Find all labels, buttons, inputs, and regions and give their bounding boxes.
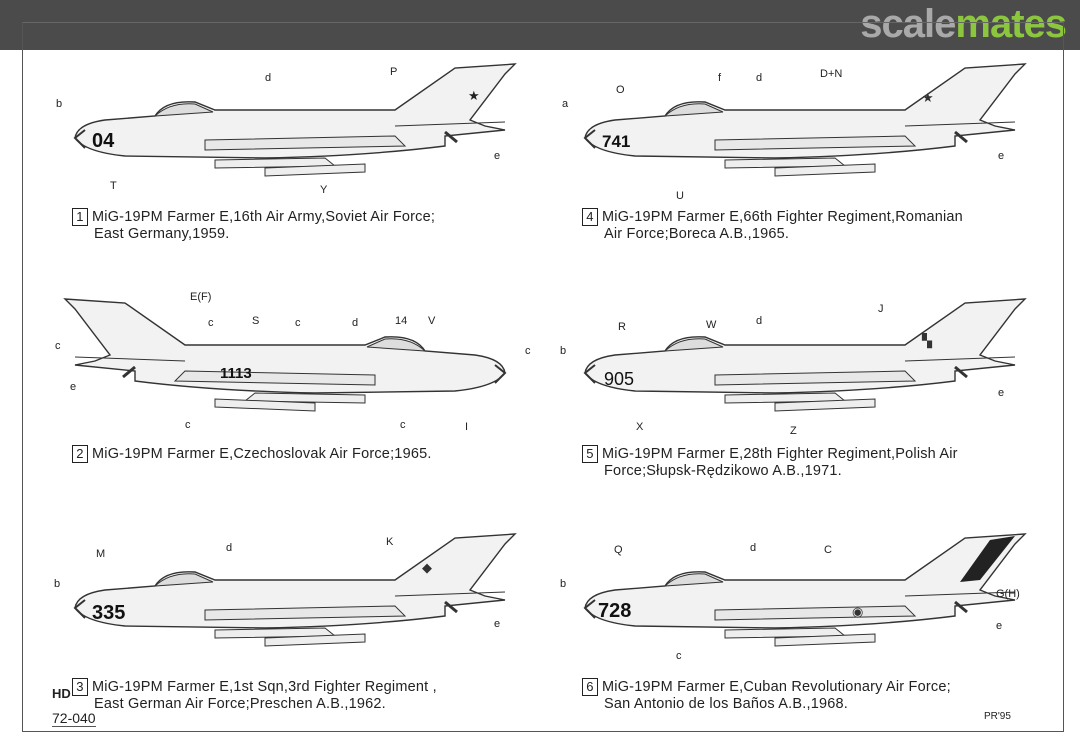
aircraft-profile-5 (583, 297, 1027, 413)
instruction-sheet (22, 22, 1064, 732)
callout: c (400, 419, 406, 431)
callout: c (676, 650, 682, 662)
callout: Q (614, 544, 623, 556)
aircraft-profile-4 (583, 62, 1027, 178)
callout: c (185, 419, 191, 431)
callout: e (998, 387, 1005, 399)
serial-number: 741 (602, 132, 631, 151)
callout: d (265, 72, 272, 84)
roundel-insignia-icon: ◉ (852, 604, 864, 619)
callout: X (636, 421, 644, 433)
callout: a (562, 98, 569, 110)
callout: R (618, 321, 626, 333)
callout: Z (790, 425, 797, 437)
aircraft-profile-1 (73, 62, 517, 178)
serial-number: 728 (598, 600, 632, 622)
callout: W (706, 319, 717, 331)
checkerboard-insignia-icon: ▚ (922, 333, 932, 348)
callout: b (560, 578, 567, 590)
callout: O (616, 84, 625, 96)
callout: c (55, 340, 61, 352)
callout: e (996, 620, 1003, 632)
callout: d (352, 317, 359, 329)
callout: b (54, 578, 61, 590)
unit-emblem-icon: ◆ (422, 560, 432, 575)
callout: M (96, 548, 106, 560)
callout: e (494, 618, 501, 630)
callout: d (226, 542, 233, 554)
aircraft-profile-3 (73, 532, 517, 648)
catalog-number: 72-040 (52, 710, 96, 727)
callout: D+N (820, 68, 843, 80)
aircraft-profile-6 (583, 532, 1027, 648)
callout: V (428, 315, 436, 327)
callout: b (560, 345, 567, 357)
callout: d (756, 315, 763, 327)
callout: T (110, 180, 117, 192)
maker-logo: HD (52, 686, 71, 701)
callout: c (208, 317, 214, 329)
callout: c (525, 345, 531, 357)
callout: e (998, 150, 1005, 162)
serial-number: 1113 (220, 365, 252, 382)
callout: I (465, 421, 469, 433)
star-insignia-icon: ★ (468, 88, 480, 103)
artist-credit: PR'95 (984, 711, 1011, 722)
callout: G(H) (996, 588, 1020, 600)
callout: e (494, 150, 501, 162)
callout: Y (320, 184, 328, 196)
callout: U (676, 190, 684, 202)
callout: c (295, 317, 301, 329)
serial-number: 04 (92, 130, 115, 152)
callout: J (878, 303, 884, 315)
callout: 14 (395, 315, 408, 327)
callout: S (252, 315, 260, 327)
serial-number: 335 (92, 602, 126, 624)
callout: K (386, 536, 394, 548)
callout: b (56, 98, 63, 110)
callout: C (824, 544, 832, 556)
aircraft-profile-2 (63, 297, 507, 413)
serial-number: 905 (604, 369, 635, 389)
callout: e (70, 381, 77, 393)
callout: E(F) (190, 291, 212, 303)
callout: P (390, 66, 398, 78)
star-insignia-icon: ★ (922, 90, 934, 105)
site-header: scalemates (0, 0, 1080, 50)
callout: f (718, 72, 722, 84)
callout: d (756, 72, 763, 84)
scalemates-logo[interactable]: scalemates (860, 2, 1067, 46)
callout: d (750, 542, 757, 554)
